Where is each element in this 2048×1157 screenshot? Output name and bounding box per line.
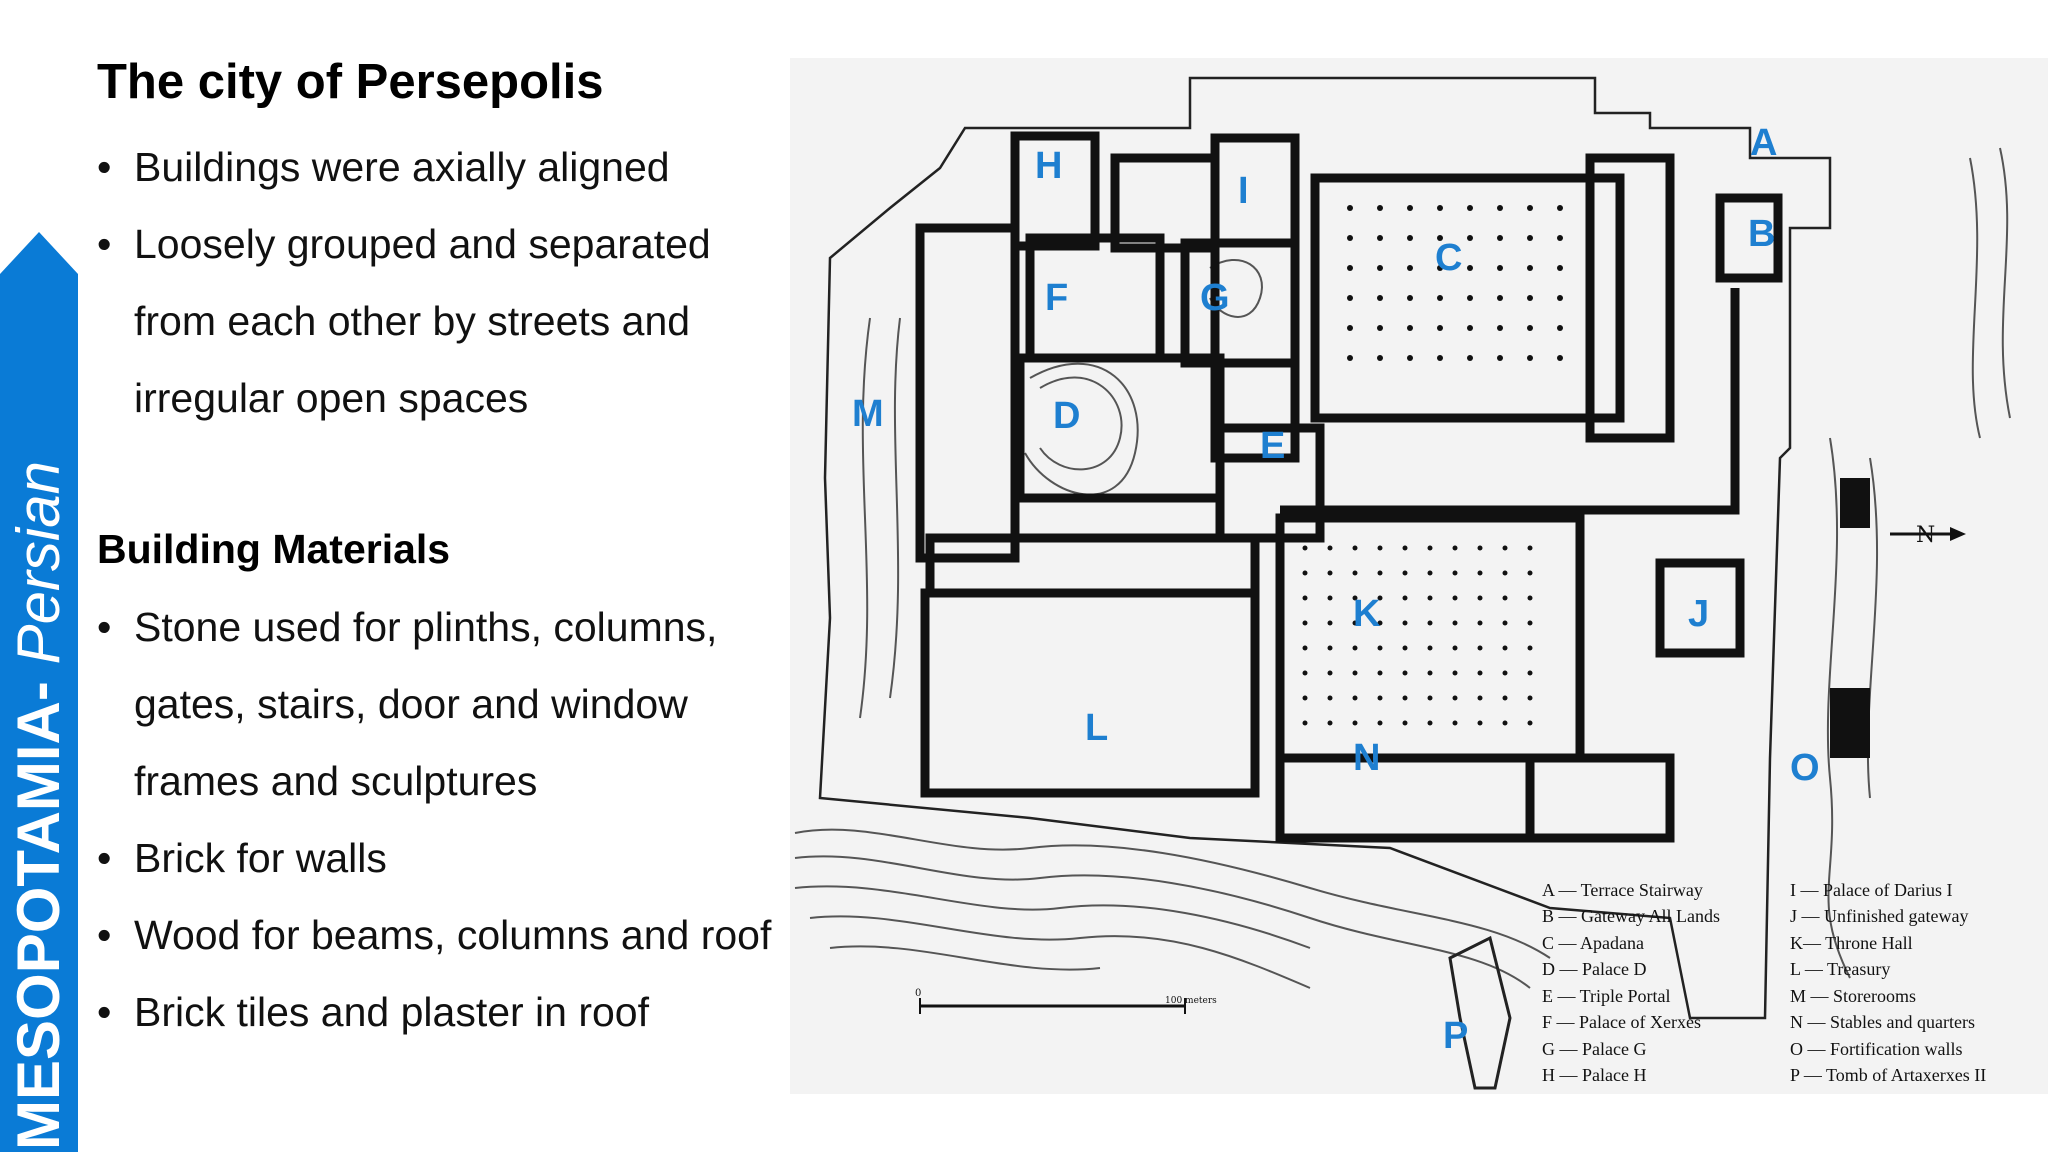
area-labels: A B C D E F G H I J K L M N O P (852, 122, 1820, 1057)
area-label-k: K (1353, 593, 1381, 635)
tomb-outline (1448, 935, 1512, 1090)
column-grids (1302, 205, 1563, 726)
sidebar-banner (0, 232, 78, 1152)
legend-item: A — Terrace Stairway (1542, 880, 1703, 900)
legend-item: G — Palace G (1542, 1039, 1646, 1059)
fortification-wall (1830, 688, 1870, 758)
fortification-tower (1840, 478, 1870, 528)
north-arrow: N (1890, 523, 1966, 548)
legend-item: K— Throne Hall (1790, 933, 1913, 953)
legend-item: J — Unfinished gateway (1790, 906, 1968, 926)
area-label-c: C (1435, 237, 1462, 279)
legend-item: M — Storerooms (1790, 986, 1916, 1006)
bullet-item: Brick tiles and plaster in roof (97, 974, 777, 1051)
area-label-b: B (1748, 213, 1775, 255)
legend-item: F — Palace of Xerxes (1542, 1012, 1701, 1032)
legend-item: O — Fortification walls (1790, 1039, 1962, 1059)
bullet-item: Brick for walls (97, 820, 777, 897)
scale-bar: 0 100 meters (915, 988, 1217, 1014)
sidebar-title: MESOPOTAMIA- Persian (2, 410, 76, 1150)
area-label-e: E (1260, 425, 1285, 467)
bullet-item: Wood for beams, columns and roof (97, 897, 777, 974)
area-label-n: N (1353, 737, 1380, 779)
legend-item: E — Triple Portal (1542, 986, 1671, 1006)
legend-item: P — Tomb of Artaxerxes II (1790, 1065, 1986, 1085)
area-label-h: H (1035, 145, 1062, 187)
area-label-d: D (1053, 395, 1080, 437)
bullet-list-layout: Buildings were axially aligned Loosely g… (97, 129, 777, 437)
building-walls (915, 131, 1783, 843)
persepolis-site-plan: N 0 100 meters A — Terrace Stairway B — … (790, 58, 2048, 1094)
area-label-j: J (1688, 593, 1709, 635)
terrace-outline (818, 76, 1832, 1020)
north-label: N (1916, 523, 1935, 548)
legend-item: B — Gateway All Lands (1542, 906, 1720, 926)
area-label-f: F (1045, 277, 1068, 319)
legend-item: C — Apadana (1542, 933, 1644, 953)
area-label-m: M (852, 393, 884, 435)
bullet-list-materials: Stone used for plinths, columns, gates, … (97, 589, 777, 1051)
plan-legend: A — Terrace Stairway B — Gateway All Lan… (1542, 880, 1986, 1085)
legend-item: N — Stables and quarters (1790, 1012, 1975, 1032)
bullet-item: Stone used for plinths, columns, gates, … (97, 589, 777, 820)
area-label-a: A (1750, 122, 1777, 164)
area-label-l: L (1085, 707, 1108, 749)
legend-item: L — Treasury (1790, 959, 1890, 979)
area-label-i: I (1238, 170, 1249, 212)
scale-end-label: 100 meters (1165, 996, 1217, 1006)
legend-item: H — Palace H (1542, 1065, 1646, 1085)
sidebar-title-italic: Persian (5, 461, 72, 682)
legend-item: I — Palace of Darius I (1790, 880, 1952, 900)
bullet-item: Loosely grouped and separated from each … (97, 206, 777, 437)
sidebar-title-bold: MESOPOTAMIA- (5, 681, 72, 1150)
area-label-p: P (1443, 1015, 1468, 1057)
area-label-o: O (1790, 747, 1820, 789)
bullet-item: Buildings were axially aligned (97, 129, 777, 206)
banner-shape (0, 232, 78, 1152)
terrain-contours (794, 147, 2011, 989)
area-label-g: G (1200, 277, 1230, 319)
scale-start-label: 0 (915, 988, 921, 999)
slide-title: The city of Persepolis (97, 55, 604, 109)
materials-heading: Building Materials (97, 526, 451, 572)
legend-item: D — Palace D (1542, 959, 1646, 979)
